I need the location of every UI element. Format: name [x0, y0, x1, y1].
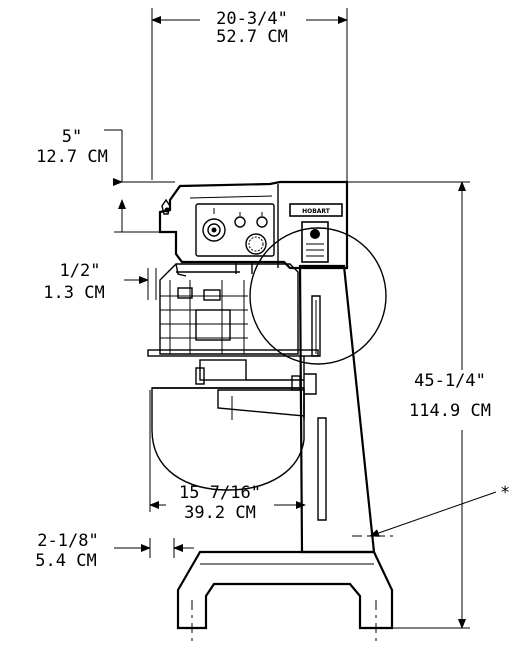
mixing-bowl [151, 387, 305, 491]
bowl-reach-metric: 39.2 CM [184, 503, 256, 523]
guard-offset-imperial: 1/2" [60, 261, 101, 281]
bowl-reach-imperial: 15 7/16" [179, 483, 261, 503]
overall-height-metric: 114.9 CM [409, 401, 491, 421]
head-offset-metric: 12.7 CM [36, 147, 108, 167]
brand-label: HOBART [302, 208, 331, 215]
mixer-outline: HOBART [147, 180, 398, 646]
callout-marker: * [500, 483, 510, 503]
overall-width-imperial: 20-3/4" [216, 9, 288, 29]
overall-height-dimension: 45-1/4" 114.9 CM [347, 181, 491, 629]
head-offset-imperial: 5" [62, 127, 82, 147]
overall-width-dimension: 20-3/4" 52.7 CM [151, 8, 348, 182]
transmission-outline [249, 227, 387, 365]
overall-width-metric: 52.7 CM [216, 27, 288, 47]
bowl-guard [159, 263, 299, 355]
control-panel [195, 203, 275, 257]
mixer-base [176, 550, 394, 630]
bowl-yoke [147, 349, 319, 357]
base-offset-imperial: 2-1/8" [37, 531, 98, 551]
mixer-column [298, 264, 376, 554]
head-offset-dimension: 5" 12.7 CM [36, 127, 175, 233]
guard-offset-dimension: 1/2" 1.3 CM [43, 261, 157, 303]
overall-height-imperial: 45-1/4" [414, 371, 486, 391]
callout-leader: * [369, 483, 510, 537]
base-offset-dimension: 2-1/8" 5.4 CM [35, 531, 194, 571]
mixer-head [158, 180, 349, 270]
base-offset-metric: 5.4 CM [35, 551, 96, 571]
brand-plate [289, 203, 343, 217]
bowl-reach-dimension: 15 7/16" 39.2 CM [149, 390, 306, 523]
guard-offset-metric: 1.3 CM [43, 283, 104, 303]
